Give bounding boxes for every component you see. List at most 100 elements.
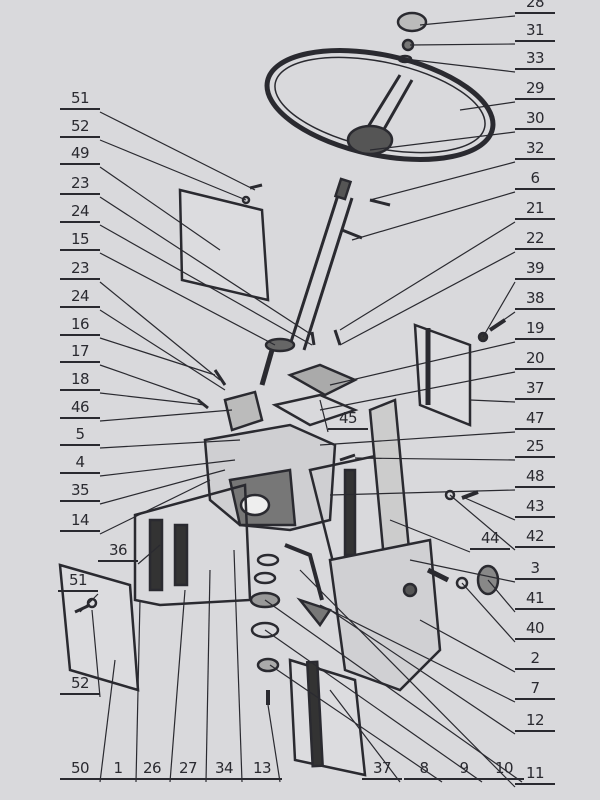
callout-label: 11	[515, 766, 555, 785]
leader-line	[494, 311, 516, 327]
callout-label: 48	[515, 469, 555, 488]
leader-line	[339, 251, 516, 346]
leader-line	[91, 609, 101, 698]
support-bracket	[133, 483, 252, 607]
leader-line	[449, 494, 516, 551]
callout-label: 18	[60, 372, 100, 391]
leader-line	[99, 252, 276, 346]
leader-line	[419, 619, 516, 673]
callout-label: 27	[168, 761, 208, 780]
callout-label: 42	[515, 529, 555, 548]
callout-label: 37	[515, 381, 555, 400]
leader-line	[99, 281, 221, 381]
leader-line	[369, 131, 516, 151]
leader-line	[319, 431, 516, 446]
callout-label: 44	[470, 531, 510, 550]
callout-label: 5	[60, 427, 100, 446]
leader-line	[319, 604, 516, 703]
callout-label: 4	[60, 455, 100, 474]
leader-line	[267, 704, 281, 783]
leader-line	[99, 479, 211, 535]
callout-label: 13	[242, 761, 282, 780]
callout-label: 24	[60, 289, 100, 308]
leader-line	[99, 337, 216, 376]
callout-label: 51	[58, 573, 98, 592]
leader-line	[135, 599, 141, 783]
callout-label: 49	[60, 146, 100, 165]
leader-line	[99, 392, 206, 406]
leader-line	[99, 166, 221, 251]
leader-line	[419, 15, 516, 26]
callout-label: 1	[98, 761, 138, 780]
callout-label: 22	[515, 231, 555, 250]
cover-plate-49	[178, 188, 270, 302]
leader-line	[99, 224, 313, 346]
leader-line	[233, 549, 243, 783]
callout-label: 9	[444, 761, 484, 780]
callout-label: 6	[515, 171, 555, 190]
leader-line	[409, 43, 516, 46]
callout-label: 52	[60, 119, 100, 138]
callout-label: 38	[515, 291, 555, 310]
leader-line	[264, 599, 523, 783]
leader-line	[79, 593, 99, 613]
callout-label: 20	[515, 351, 555, 370]
callout-label: 30	[515, 111, 555, 130]
leader-line	[205, 569, 211, 783]
callout-label: 29	[515, 81, 555, 100]
leader-line	[461, 582, 516, 643]
horn-cap	[396, 11, 428, 33]
callout-label: 23	[60, 176, 100, 195]
callout-label: 17	[60, 344, 100, 363]
callout-label: 14	[60, 513, 100, 532]
leader-line	[99, 439, 241, 449]
callout-label: 23	[60, 261, 100, 280]
callout-label: 21	[515, 201, 555, 220]
callout-label: 46	[60, 400, 100, 419]
leader-line	[99, 111, 256, 191]
leader-line	[99, 409, 233, 422]
callout-label: 39	[515, 261, 555, 280]
leader-line	[319, 399, 329, 433]
cover-plate-37-upper	[413, 323, 472, 427]
leader-line	[339, 221, 516, 331]
callout-label: 35	[60, 483, 100, 502]
leader-line	[369, 161, 516, 201]
callout-label: 50	[60, 761, 100, 780]
callout-label: 19	[515, 321, 555, 340]
leader-line	[329, 489, 516, 496]
leader-line	[99, 469, 226, 505]
callout-label: 7	[515, 681, 555, 700]
leader-line	[464, 497, 516, 521]
callout-label: 51	[60, 91, 100, 110]
callout-label: 3	[515, 561, 555, 580]
steering-column	[288, 194, 354, 351]
leader-line	[329, 341, 516, 386]
callout-label: 10	[484, 761, 524, 780]
leader-line	[329, 689, 401, 783]
callout-label: 43	[515, 499, 555, 518]
leader-line	[137, 544, 161, 565]
callout-label: 26	[132, 761, 172, 780]
callout-label: 52	[60, 676, 100, 695]
callout-label: 32	[515, 141, 555, 160]
leader-line	[264, 629, 483, 783]
leader-line	[319, 371, 516, 411]
cover-plate-37-lower	[288, 658, 367, 777]
callout-label: 41	[515, 591, 555, 610]
leader-line	[99, 196, 313, 336]
leader-line	[354, 457, 516, 461]
callout-label: 31	[515, 23, 555, 42]
callout-label: 25	[515, 439, 555, 458]
callout-label: 24	[60, 204, 100, 223]
leader-line	[482, 281, 516, 338]
callout-label: 34	[204, 761, 244, 780]
callout-label: 28	[515, 0, 555, 14]
callout-label: 16	[60, 317, 100, 336]
leader-line	[299, 569, 516, 788]
leader-line	[459, 101, 516, 111]
leader-line	[169, 589, 186, 783]
leader-line	[351, 191, 516, 241]
callout-label: 15	[60, 232, 100, 251]
